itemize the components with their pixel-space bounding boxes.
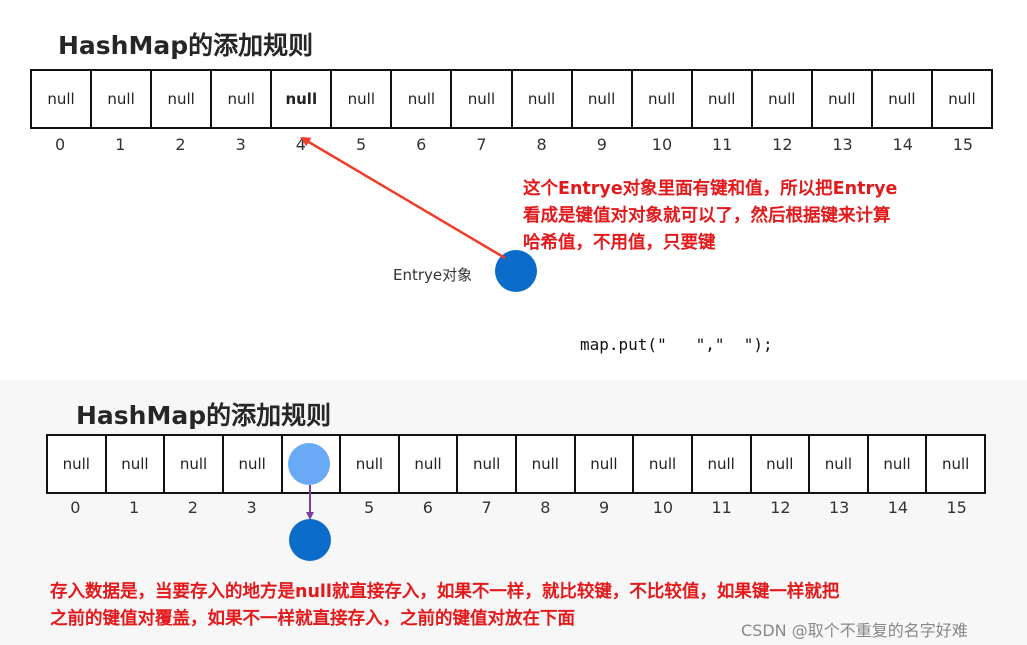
top-index-6: 6 [416, 135, 427, 154]
bottom-index-12: 12 [770, 498, 791, 517]
bottom-panel [0, 380, 1027, 645]
bottom-note-line-1: 之前的键值对覆盖，如果不一样就直接存入，之前的键值对放在下面 [50, 609, 575, 629]
top-bucket-3: null [212, 71, 273, 127]
top-bucket-11: null [693, 71, 753, 127]
top-index-14: 14 [892, 135, 913, 154]
top-index-2: 2 [175, 135, 186, 154]
bottom-note-line-0: 存入数据是，当要存入的地方是null就直接存入，如果不一样，就比较键，不比较值，… [50, 582, 840, 602]
top-index-13: 13 [832, 135, 853, 154]
top-bucket-13: null [813, 71, 873, 127]
bottom-index-13: 13 [828, 498, 850, 517]
bottom-index-1: 1 [129, 498, 140, 517]
top-index-0: 0 [55, 135, 66, 154]
bottom-bucket-7: null [458, 436, 517, 492]
top-index-15: 15 [952, 135, 974, 154]
bottom-bucket-12: null [752, 436, 811, 492]
bottom-index-5: 5 [364, 498, 375, 517]
hash-to-bucket-arrow [300, 136, 506, 260]
top-bucket-4: null [272, 71, 333, 127]
bottom-index-8: 8 [540, 498, 551, 517]
stored-entry-circle [288, 443, 330, 485]
csdn-watermark: CSDN @取个不重复的名字好难 [741, 621, 968, 640]
bottom-bucket-15: null [942, 455, 970, 473]
bottom-bucket-8: null [517, 436, 576, 492]
top-note-line-2: 哈希值，不用值，只要键 [523, 233, 716, 253]
bottom-bucket-11: null [693, 436, 752, 492]
bottom-bucket-6: null [400, 436, 459, 492]
bottom-bucket-0: null [48, 436, 107, 492]
entry-object-label: Entrye对象 [393, 266, 473, 284]
top-bucket-14: null [873, 71, 933, 127]
top-bucket-5: null [332, 71, 393, 127]
top-bucket-15: null [948, 90, 976, 108]
top-index-12: 12 [772, 135, 793, 154]
bottom-bucket-10: null [634, 436, 693, 492]
top-index-5: 5 [355, 135, 367, 154]
bottom-explanation-note: 存入数据是，当要存入的地方是null就直接存入，如果不一样，就比较键，不比较值，… [50, 579, 990, 633]
top-index-9: 9 [596, 135, 607, 154]
entry-object-circle [495, 250, 537, 292]
bottom-bucket-9: null [576, 436, 635, 492]
bottom-index-9: 9 [599, 498, 610, 517]
top-bucket-7: null [452, 71, 513, 127]
top-note-line-1: 看成是键值对对象就可以了，然后根据键来计算 [523, 206, 891, 226]
top-title: HashMap的添加规则 [58, 31, 314, 60]
bottom-index-10: 10 [652, 498, 674, 517]
top-index-3: 3 [235, 135, 246, 154]
bottom-index-14: 14 [887, 498, 909, 517]
bottom-index-3: 3 [246, 498, 257, 517]
top-bucket-0: null [32, 71, 93, 127]
top-bucket-2: null [152, 71, 213, 127]
bottom-bucket-14: null [869, 436, 928, 492]
bottom-bucket-2: null [165, 436, 224, 492]
bottom-index-11: 11 [711, 498, 732, 517]
bottom-bucket-13: null [810, 436, 869, 492]
bottom-index-7: 7 [481, 498, 492, 517]
top-bucket-9: null [573, 71, 633, 127]
top-index-4: 4 [295, 135, 306, 154]
bottom-title: HashMap的添加规则 [76, 401, 332, 430]
top-index-11: 11 [711, 135, 733, 154]
bottom-bucket-3: null [224, 436, 283, 492]
bottom-index-15: 15 [946, 498, 967, 517]
put-code-snippet: map.put(" "," "); [580, 335, 773, 354]
top-index-7: 7 [476, 135, 487, 154]
bottom-index-6: 6 [422, 498, 433, 517]
top-index-8: 8 [536, 135, 547, 154]
top-index-1: 1 [115, 135, 126, 154]
bottom-index-0: 0 [70, 498, 81, 517]
top-bucket-6: null [392, 71, 453, 127]
top-note-line-0: 这个Entrye对象里面有键和值，所以把Entrye [523, 179, 898, 199]
top-bucket-10: null [633, 71, 693, 127]
bottom-index-2: 2 [187, 498, 198, 517]
top-explanation-note: 这个Entrye对象里面有键和值，所以把Entrye 看成是键值对对象就可以了，然… [523, 176, 993, 257]
bottom-bucket-5: null [341, 436, 400, 492]
top-index-10: 10 [651, 135, 673, 154]
bottom-index-4 [281, 498, 340, 517]
top-bucket-12: null [753, 71, 813, 127]
bottom-bucket-4 [283, 436, 342, 492]
new-entry-circle [289, 519, 331, 561]
top-bucket-8: null [513, 71, 573, 127]
top-bucket-1: null [92, 71, 153, 127]
bottom-bucket-1: null [107, 436, 166, 492]
